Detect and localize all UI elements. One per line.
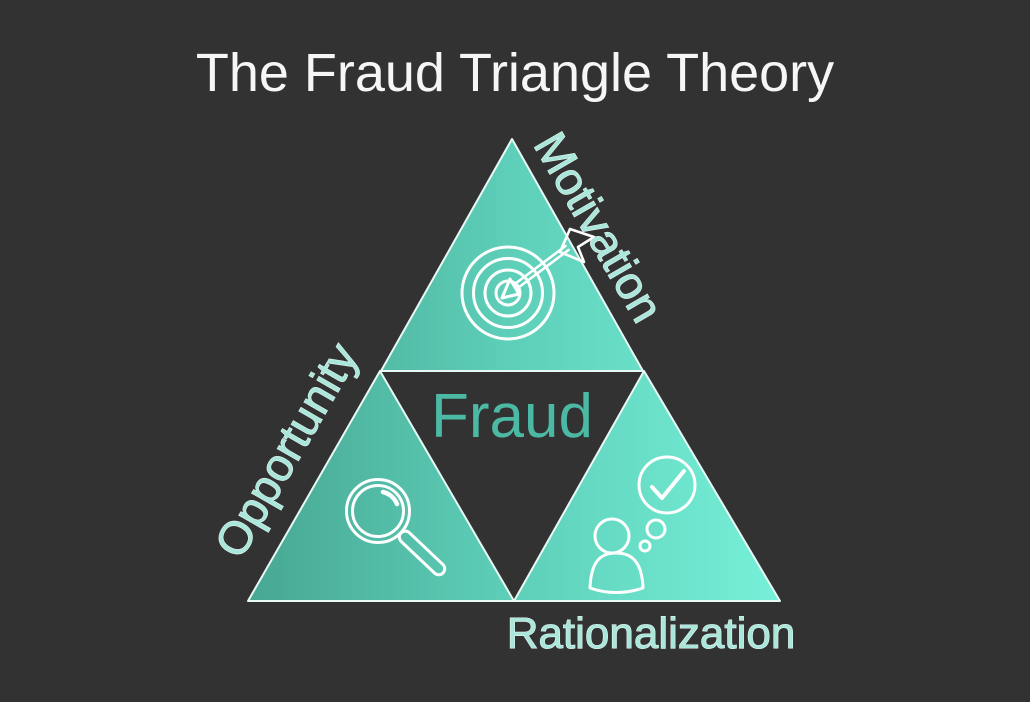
lens-inner-rim: [351, 484, 405, 538]
arrow-head: [500, 277, 521, 300]
page-title: The Fraud Triangle Theory: [196, 43, 834, 103]
check-mark: [650, 469, 686, 500]
target-ring-2: [472, 257, 544, 329]
arrow-fletching: [558, 227, 596, 264]
person-thinking-check-icon: [588, 455, 697, 594]
target-arrow-icon: [460, 227, 596, 341]
magnifying-glass-icon: [345, 478, 447, 577]
arrow-shaft: [512, 244, 570, 291]
target-ring-outer: [460, 245, 556, 341]
magnifier-handle: [397, 529, 447, 577]
lens-outer-rim: [345, 478, 411, 544]
lens-highlight: [380, 489, 400, 507]
triangle-segment-right: [513, 370, 781, 602]
thought-bubble-small: [638, 539, 652, 553]
thought-bubble-medium: [645, 518, 667, 540]
triangle-segment-top: [380, 138, 644, 372]
fraud-center-label: Fraud: [431, 382, 593, 451]
check-circle: [637, 455, 697, 515]
target-ring-3: [483, 268, 533, 318]
person-body: [588, 551, 645, 594]
label-rationalization: Rationalization: [507, 609, 796, 658]
